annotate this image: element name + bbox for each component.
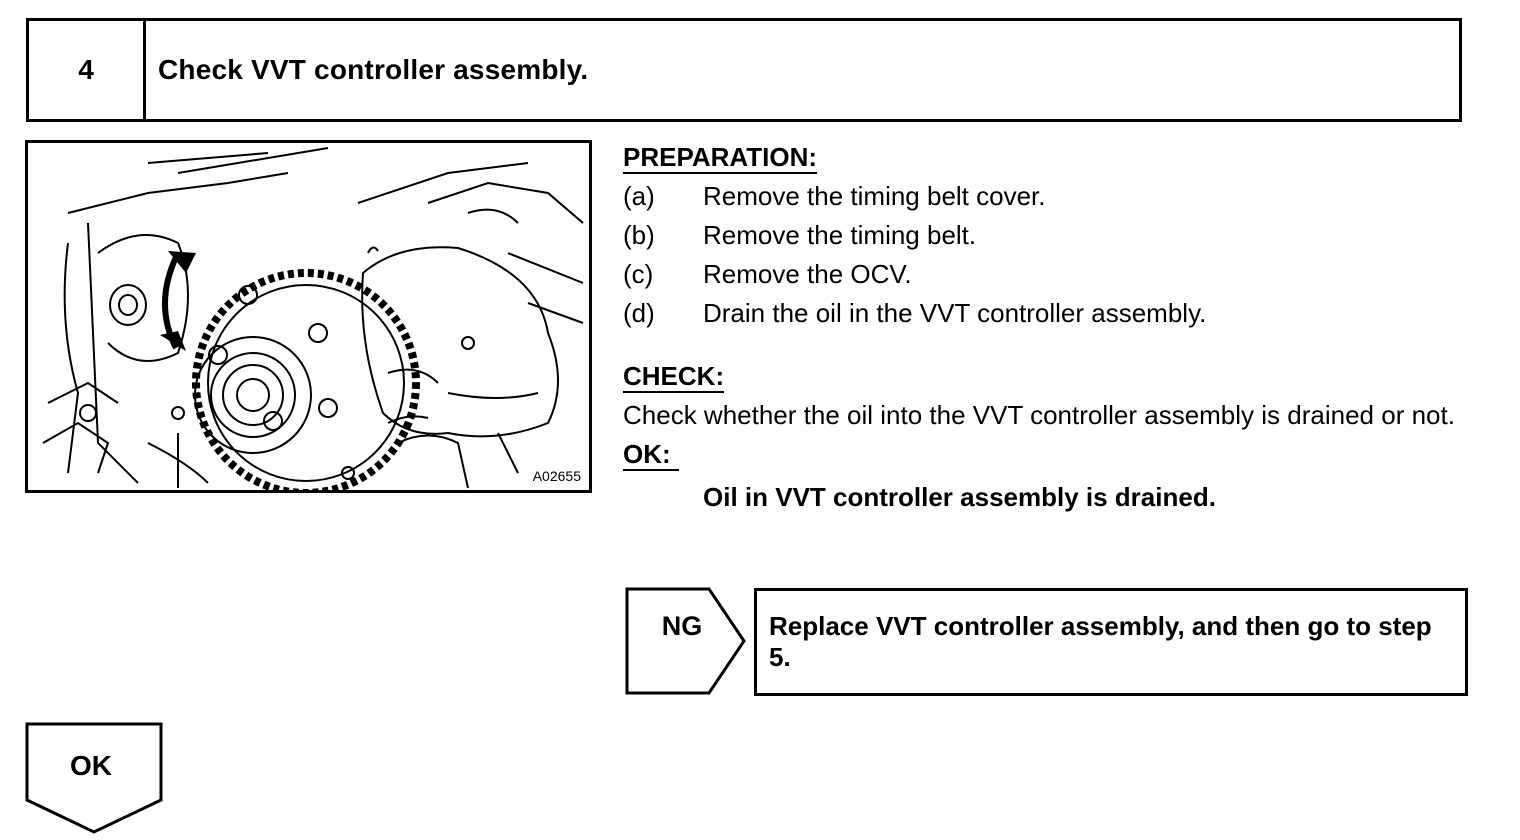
ng-label: NG [661, 611, 703, 641]
check-heading: CHECK: [623, 361, 725, 393]
item-text: Remove the timing belt. [703, 220, 977, 250]
instructions: PREPARATION: (a) Remove the timing belt … [623, 138, 1469, 517]
item-text: Remove the timing belt cover. [703, 181, 1046, 211]
preparation-heading: PREPARATION: [623, 142, 818, 174]
item-letter: (b) [623, 220, 655, 250]
engine-drawing [42, 147, 584, 490]
ok-arrow-box[interactable]: OK [25, 722, 163, 834]
ok-label: OK [70, 750, 112, 781]
ok-value: Oil in VVT controller assembly is draine… [703, 482, 1216, 512]
list-item: (c) Remove the OCV. [623, 255, 1469, 294]
item-letter: (d) [623, 298, 655, 328]
ng-action-box: Replace VVT controller assembly, and the… [754, 588, 1468, 696]
ng-arrow-shape [625, 587, 746, 695]
item-letter: (c) [623, 259, 654, 289]
figure-code: A02655 [532, 468, 581, 484]
list-item: (a) Remove the timing belt cover. [623, 177, 1469, 216]
item-text: Remove the OCV. [703, 259, 912, 289]
step-number: 4 [29, 21, 146, 119]
vvt-controller-illustration: A02655 [25, 140, 592, 493]
preparation-list: (a) Remove the timing belt cover. (b) Re… [623, 177, 1469, 333]
check-text: Check whether the oil into the VVT contr… [623, 400, 1455, 430]
item-text: Drain the oil in the VVT controller asse… [703, 298, 1207, 328]
item-letter: (a) [623, 181, 655, 211]
ok-arrow-shape [25, 722, 163, 834]
list-item: (d) Drain the oil in the VVT controller … [623, 294, 1469, 333]
ng-arrow-box[interactable]: NG [625, 587, 747, 695]
step-header: 4 Check VVT controller assembly. [26, 18, 1462, 122]
step-title: Check VVT controller assembly. [158, 54, 589, 85]
ng-action-text: Replace VVT controller assembly, and the… [769, 611, 1432, 672]
list-item: (b) Remove the timing belt. [623, 216, 1469, 255]
spacer [623, 333, 1469, 357]
ok-heading: OK: [623, 439, 679, 471]
